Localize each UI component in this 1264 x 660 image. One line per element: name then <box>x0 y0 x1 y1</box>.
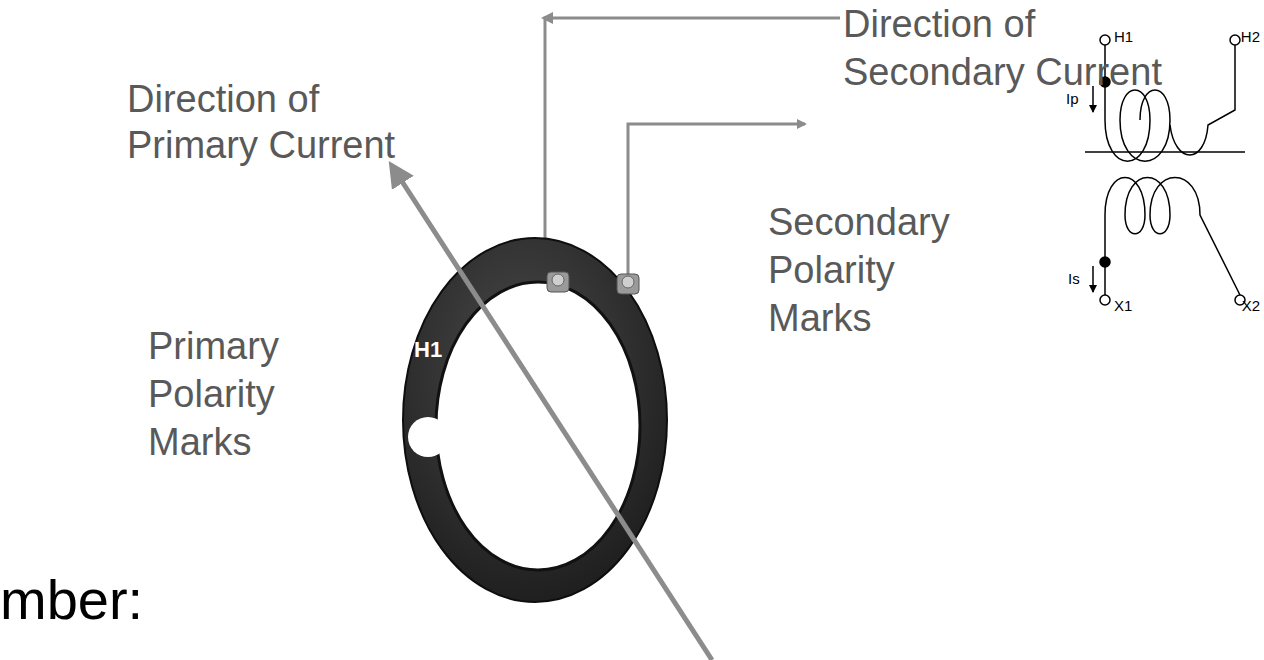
ring-inner-edge <box>436 282 640 570</box>
pin-name: H1 <box>1114 28 1133 46</box>
terminal-mark: X1 <box>641 283 668 309</box>
pin-name: H2 <box>1241 28 1260 46</box>
secondary-terminal <box>547 272 569 292</box>
polarity-caption: Primary Polarity Marks <box>148 322 323 466</box>
pin-name: X2 <box>1242 297 1260 315</box>
cut-off-heading: mber: <box>0 566 143 633</box>
primary-current-arrow <box>392 166 712 660</box>
terminal-mark: H1 <box>414 337 442 363</box>
arrow-caption: Direction of Primary Current <box>127 76 427 168</box>
polarity-caption: Secondary Polarity Marks <box>768 198 973 342</box>
arrow-caption: Direction of Secondary Current <box>843 0 1223 96</box>
arrow-head <box>541 12 553 24</box>
ct-ring <box>403 238 667 602</box>
pin-name: X1 <box>1114 297 1132 315</box>
ring-outer-edge <box>403 238 667 602</box>
secondary-terminal <box>617 274 639 294</box>
primary-polarity-dot <box>408 417 448 457</box>
signal-name: Ip <box>1066 90 1079 108</box>
signal-name: Is <box>1068 270 1080 288</box>
